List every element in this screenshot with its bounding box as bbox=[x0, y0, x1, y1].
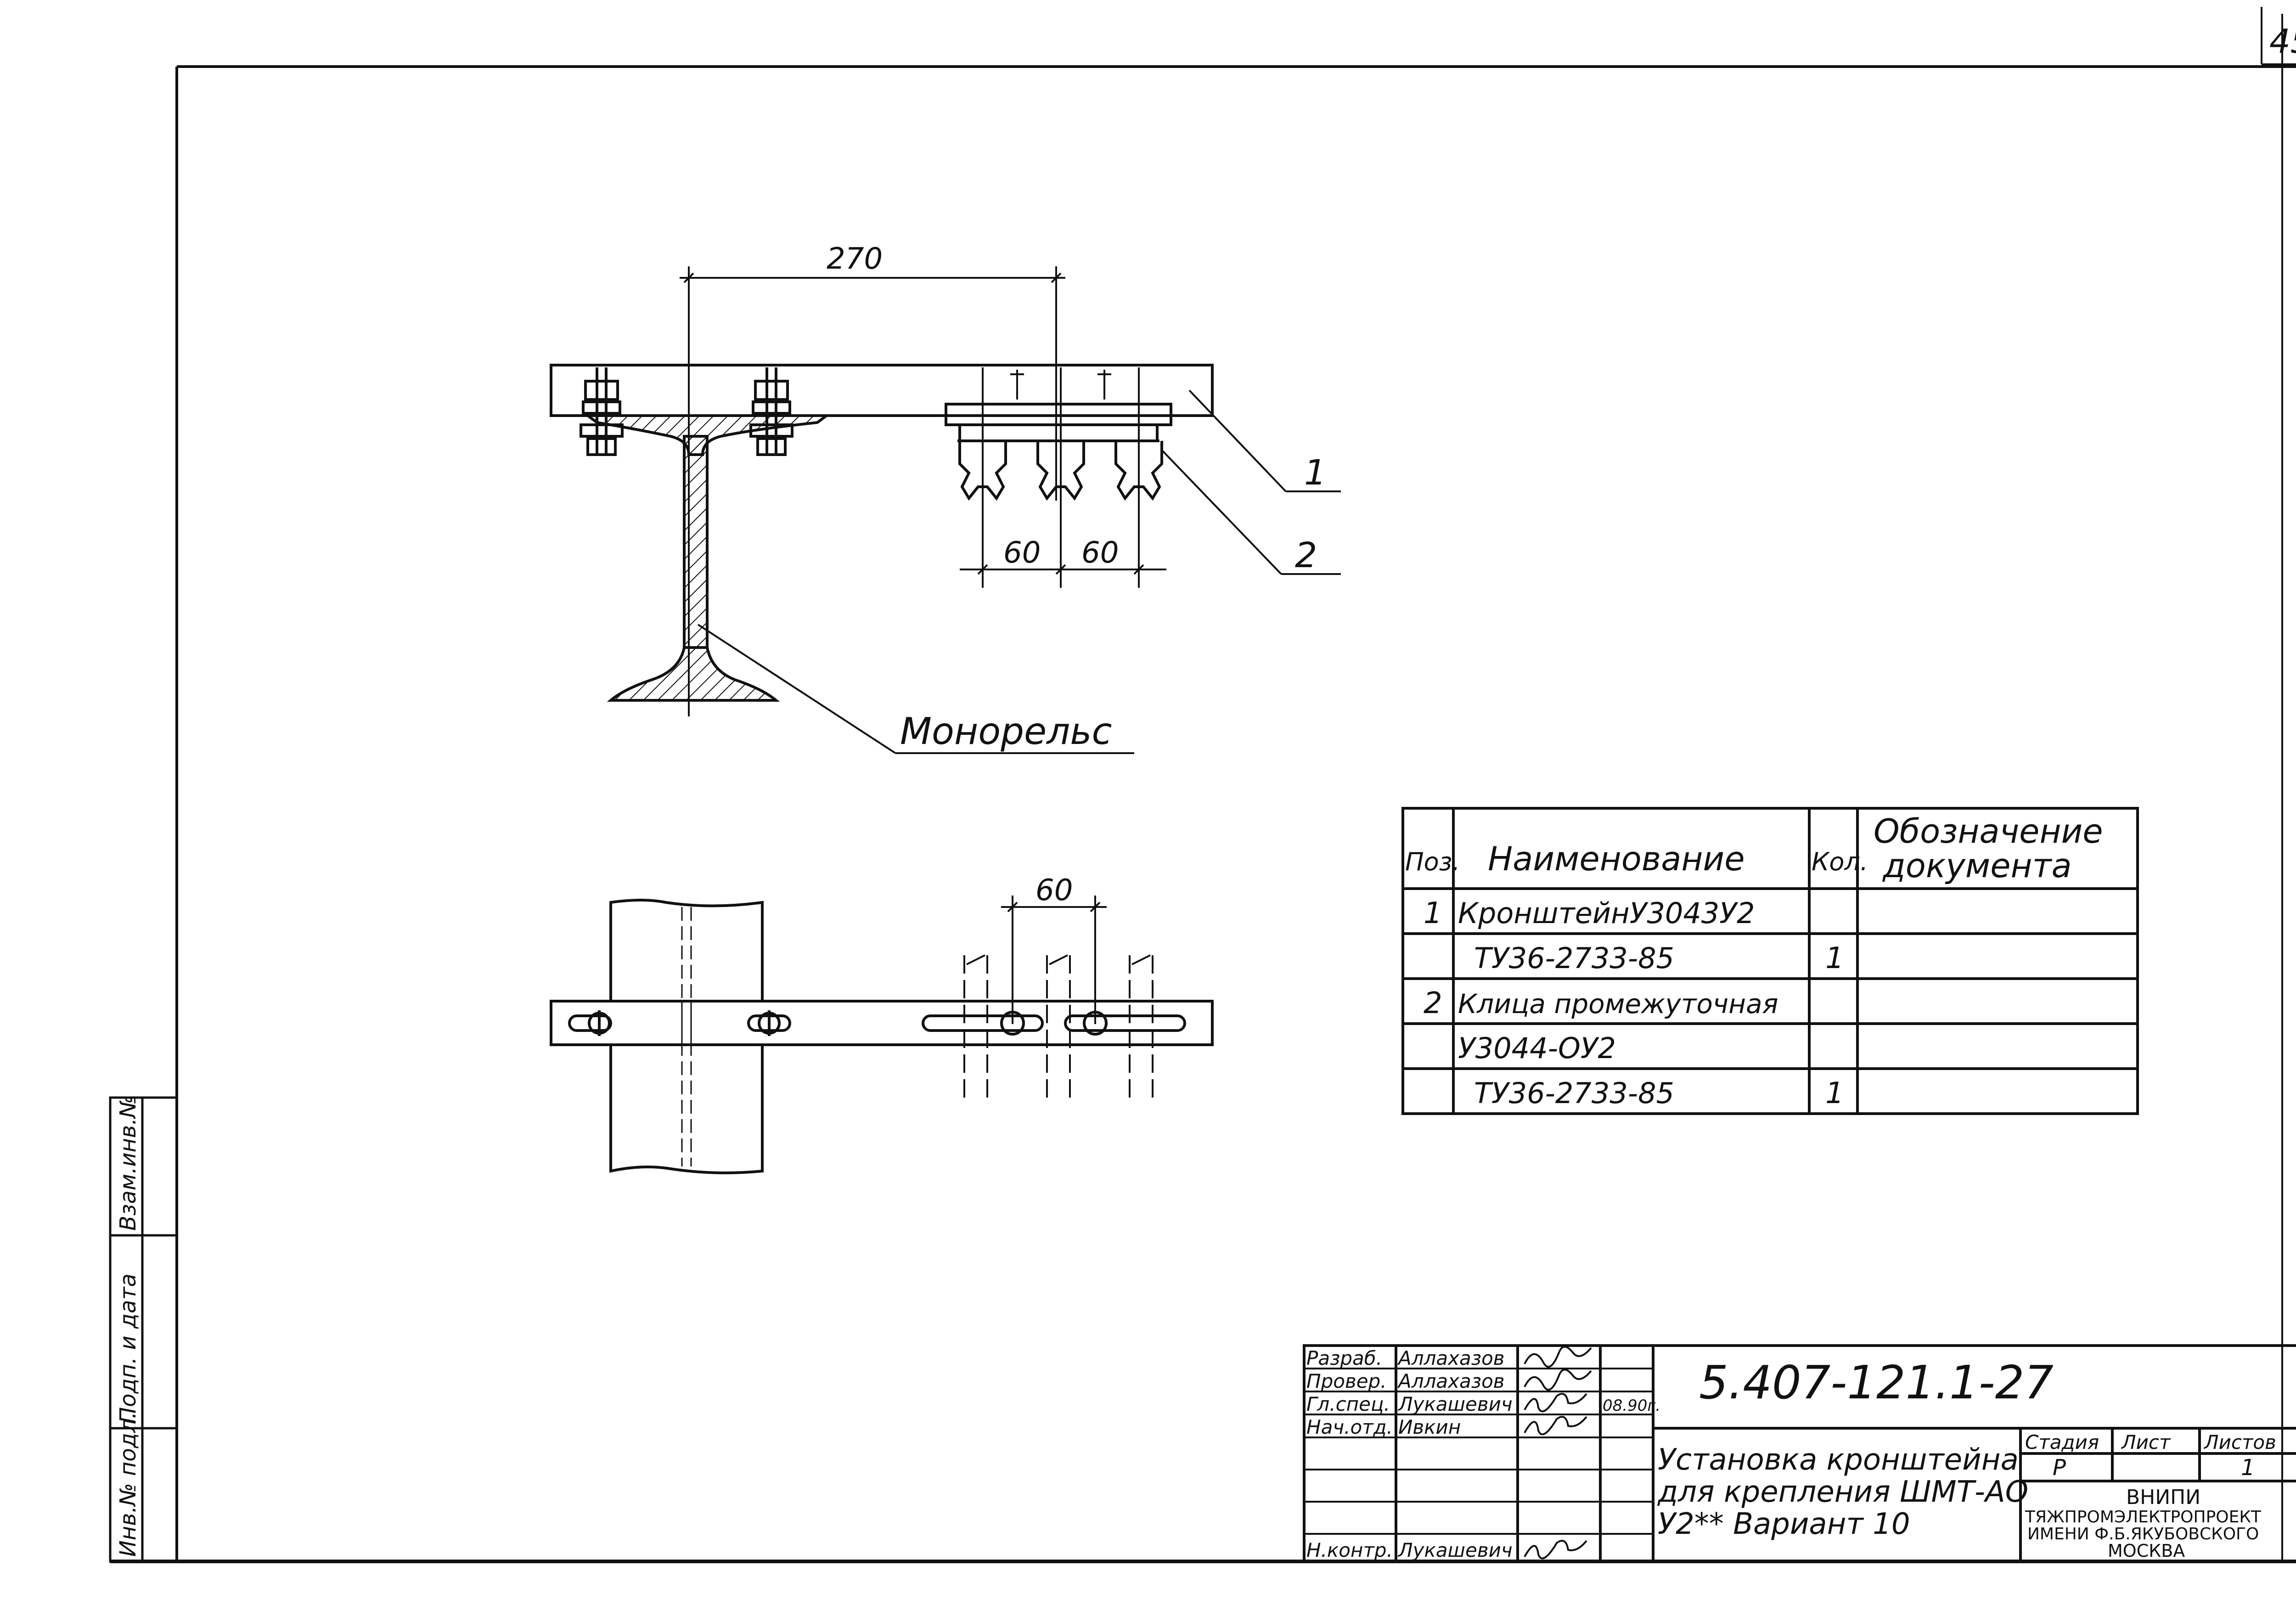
table-row-4-name: У3044-ОУ2 bbox=[1458, 1031, 1616, 1065]
sig-role-4: Нач.отд. bbox=[1306, 1416, 1393, 1438]
side-stamp-inv-replace: Взам.инв.№ bbox=[115, 1095, 141, 1231]
dim-270-lines bbox=[680, 266, 1065, 716]
org-line-1: ВНИПИ bbox=[2126, 1486, 2200, 1509]
callout-part-1: 1 bbox=[1304, 452, 1326, 493]
monorail-plan bbox=[609, 899, 764, 1174]
plan-dim-lines bbox=[1001, 896, 1107, 1024]
parts-table bbox=[1401, 807, 2139, 1115]
table-row-5-name: ТУ36-2733-85 bbox=[1474, 1076, 1674, 1110]
table-row-2-qty: 1 bbox=[1825, 941, 1844, 975]
bolt-1 bbox=[580, 367, 624, 456]
sheets-label: Листов bbox=[2203, 1431, 2276, 1453]
drawing-title-2: для крепления ШМТ-АО bbox=[1657, 1475, 2028, 1509]
table-header-name: Наименование bbox=[1488, 839, 1745, 878]
signature-rows: Разраб. Аллахазов Провер. Аллахазов Гл.с… bbox=[1306, 1347, 1660, 1561]
drawing-designation: 5.407-121.1-27 bbox=[1699, 1356, 2054, 1409]
sig-name-3: Лукашевич bbox=[1397, 1393, 1513, 1415]
table-header-doc-1: Обозначение bbox=[1874, 812, 2103, 851]
plan-view bbox=[550, 896, 1214, 1174]
side-stamp bbox=[109, 1096, 178, 1563]
callout-part-2: 2 bbox=[1295, 535, 1317, 575]
sig-name-7: Лукашевич bbox=[1397, 1539, 1513, 1561]
plan-bolt-2 bbox=[747, 1010, 791, 1036]
callout-monorail: Монорельс bbox=[900, 710, 1112, 753]
clip-plate bbox=[945, 403, 1172, 426]
table-row-2-name: ТУ36-2733-85 bbox=[1474, 941, 1674, 975]
table-row-1-name: КронштейнУ3043У2 bbox=[1458, 896, 1755, 930]
sig-role-1: Разраб. bbox=[1306, 1347, 1382, 1369]
bracket-plate-plan bbox=[550, 1000, 1214, 1046]
stage-value: Р bbox=[2053, 1455, 2066, 1481]
organization-block: ВНИПИ ТЯЖПРОМЭЛЕКТРОПРОЕКТ ИМЕНИ Ф.Б.ЯКУ… bbox=[2025, 1486, 2262, 1561]
dim-pitch-left: 60 bbox=[1003, 536, 1041, 570]
drawing-title-3: У2** Вариант 10 bbox=[1658, 1507, 1910, 1541]
sig-name-2: Аллахазов bbox=[1397, 1370, 1505, 1392]
table-row-3-name: Клица промежуточная bbox=[1458, 988, 1778, 1020]
monorail-web bbox=[683, 435, 709, 649]
side-stamp-inv-orig: Инв.№ подл. bbox=[115, 1412, 141, 1557]
sheets-value: 1 bbox=[2241, 1455, 2255, 1481]
sig-role-2: Провер. bbox=[1306, 1370, 1387, 1392]
bolt-2 bbox=[749, 367, 793, 456]
parts-table-rows: 1 КронштейнУ3043У2 ТУ36-2733-85 1 2 Клиц… bbox=[1424, 896, 1844, 1110]
leader-lines bbox=[697, 389, 1341, 754]
dim-pitch-right: 60 bbox=[1081, 536, 1119, 570]
table-row-3-pos: 2 bbox=[1424, 986, 1442, 1020]
table-header-pos: Поз. bbox=[1405, 847, 1460, 876]
sheet-number: 45 bbox=[2269, 22, 2296, 61]
sig-role-7: Н.контр. bbox=[1306, 1539, 1393, 1561]
title-block bbox=[1303, 1344, 2296, 1563]
sig-date-3: 08.90г. bbox=[1603, 1397, 1660, 1415]
stage-label: Стадия bbox=[2025, 1431, 2099, 1453]
table-header-qty: Кол. bbox=[1812, 847, 1868, 876]
sig-name-1: Аллахазов bbox=[1397, 1347, 1505, 1369]
sig-name-4: Ивкин bbox=[1398, 1416, 1461, 1438]
bracket-plate bbox=[550, 364, 1214, 417]
side-stamp-sign-date: Подп. и дата bbox=[115, 1273, 141, 1424]
org-line-3: ИМЕНИ Ф.Б.ЯКУБОВСКОГО bbox=[2027, 1525, 2259, 1543]
plan-bolt-1 bbox=[568, 1010, 612, 1036]
parts-table-header: Поз. Наименование Кол. Обозначение докум… bbox=[1405, 812, 2103, 885]
sig-role-3: Гл.спец. bbox=[1306, 1393, 1390, 1415]
plan-dim-pitch: 60 bbox=[1035, 873, 1073, 907]
table-row-5-qty: 1 bbox=[1825, 1076, 1844, 1110]
signature-scribbles bbox=[1524, 1346, 1592, 1560]
table-header-doc-2: документа bbox=[1882, 846, 2072, 885]
dim-60-lines bbox=[960, 367, 1166, 588]
org-line-4: МОСКВА bbox=[2108, 1541, 2185, 1561]
sheet-frame bbox=[110, 7, 2296, 1563]
dim-top-span: 270 bbox=[827, 242, 883, 276]
monorail-bottom-flange bbox=[607, 646, 780, 702]
org-line-2: ТЯЖПРОМЭЛЕКТРОПРОЕКТ bbox=[2025, 1508, 2262, 1527]
sheet-label: Лист bbox=[2121, 1431, 2171, 1453]
table-row-1-pos: 1 bbox=[1424, 896, 1442, 930]
elevation-view bbox=[550, 266, 1341, 754]
drawing-title-1: Установка кронштейна bbox=[1658, 1443, 2019, 1477]
